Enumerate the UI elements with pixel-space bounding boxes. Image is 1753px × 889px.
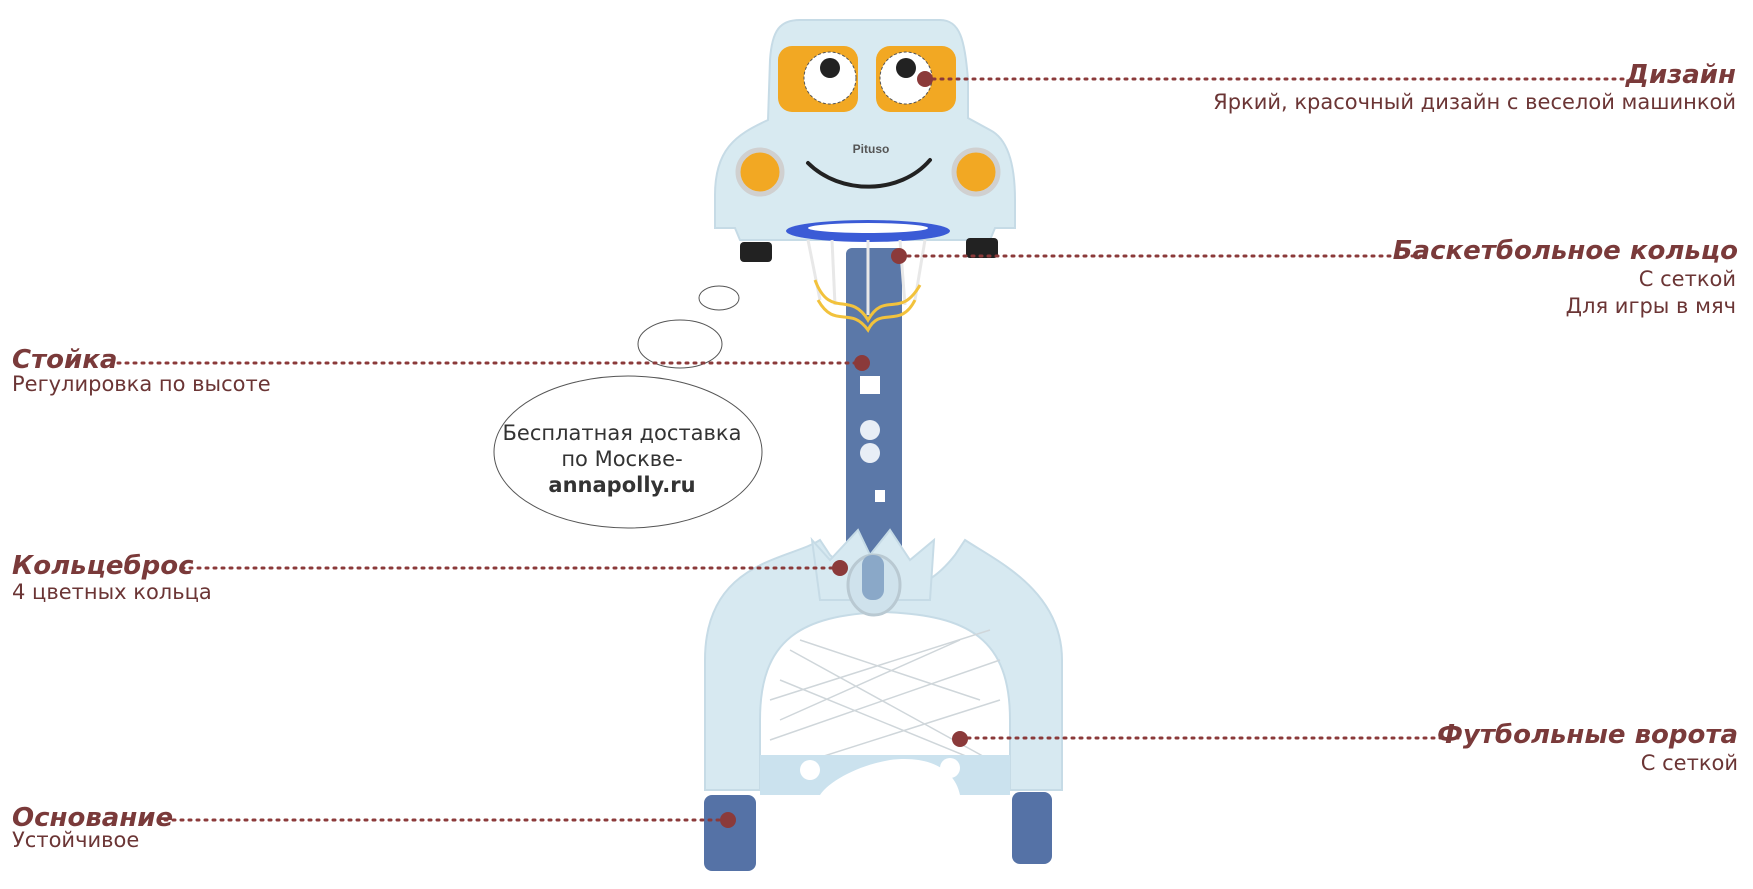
callout-stand-title: Стойка [12,345,118,375]
thought-bubble-main [493,375,763,529]
callout-goal-line1: С сеткой [1640,751,1738,775]
marker-stand [854,355,870,371]
callout-base-line1: Устойчивое [12,828,140,852]
base-leg-right [1012,792,1052,864]
pole [846,248,902,560]
delivery-promo-site: annapolly.ru [548,473,696,497]
callout-ringtoss-line1: 4 цветных кольца [12,580,212,604]
callout-goal-title: Футбольные ворота [1437,720,1738,750]
callout-ringtoss-title: Кольцеброс [12,551,194,581]
backboard-car [714,19,1016,241]
car-wheel-right [966,238,998,258]
callout-hoop-line1: С сеткой [1638,267,1736,291]
brand-logo: Pituso [853,142,890,156]
goal-net [769,629,1001,771]
delivery-promo: Бесплатная доставка по Москве- annapolly… [492,420,752,498]
headlight-left [735,147,785,197]
marker-base [720,812,736,828]
car-smile [806,158,932,189]
thought-bubble-small [698,285,740,311]
headlight-right [951,147,1001,197]
goal-arch [704,538,1063,791]
marker-goal [952,731,968,747]
marker-hoop [891,248,907,264]
callout-design-line1: Яркий, красочный дизайн с веселой машинк… [1213,90,1736,114]
base-plate [760,755,1010,795]
thought-bubble-medium [637,319,723,369]
marker-ringtoss [832,560,848,576]
callout-hoop-line2: Для игры в мяч [1565,294,1736,318]
car-wheel-left [740,242,772,262]
hoop-net [806,239,927,333]
delivery-promo-line1: Бесплатная доставка [502,421,742,445]
callout-base-title: Основание [12,803,174,833]
marker-design [917,71,933,87]
delivery-promo-line2: по Москве- [561,447,683,471]
callout-design-title: Дизайн [1625,60,1736,90]
base-leg-left [704,795,756,871]
callout-hoop-title: Баскетбольное кольцо [1392,236,1738,266]
callout-stand-line1: Регулировка по высоте [12,372,271,396]
